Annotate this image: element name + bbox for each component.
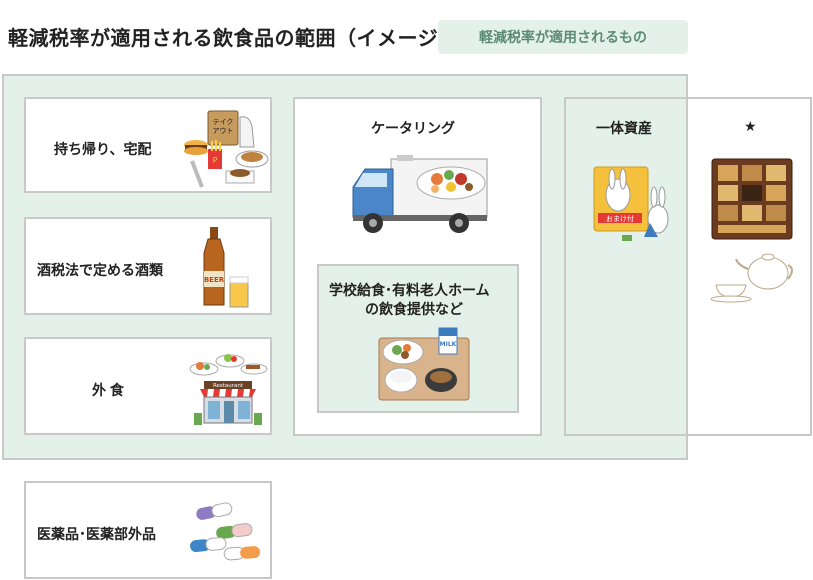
legend-badge: 軽減税率が適用されるもの — [438, 20, 688, 54]
svg-text:P: P — [213, 156, 218, 165]
restaurant-illustration: Restaurant — [189, 354, 268, 425]
box-medicine: 医薬品･医薬部外品 — [24, 481, 272, 579]
box-school-lunch: 学校給食･有料老人ホーム の飲食提供など MILK — [317, 264, 519, 413]
box-dining: 外 食 Restaurant — [24, 337, 272, 435]
bundled-asset-label: 一体資産 — [596, 120, 652, 136]
box-takeout: 持ち帰り、宅配 テイク アウト P — [24, 97, 272, 193]
beer-illustration: BEER — [203, 227, 249, 308]
star-label: ★ — [744, 118, 757, 134]
svg-text:Restaurant: Restaurant — [213, 383, 244, 389]
school-lunch-label-line2: の飲食提供など — [365, 301, 463, 317]
teapot-cup-illustration — [710, 253, 793, 303]
takeout-food-illustration: テイク アウト P — [184, 110, 269, 188]
snack-box-illustration — [711, 158, 793, 240]
school-lunch-tray-illustration: MILK — [378, 327, 470, 401]
page-title: 軽減税率が適用される飲食品の範囲（イメージ） — [8, 28, 459, 50]
svg-text:おまけ付: おまけ付 — [606, 214, 634, 223]
legend-label: 軽減税率が適用されるもの — [479, 29, 647, 45]
svg-text:アウト: アウト — [213, 127, 234, 135]
liquor-label: 酒税法で定める酒類 — [37, 262, 163, 278]
svg-text:テイク: テイク — [213, 118, 234, 126]
capsules-illustration — [190, 502, 261, 561]
medicine-label: 医薬品･医薬部外品 — [37, 526, 156, 542]
catering-truck-illustration — [352, 155, 488, 233]
takeout-label: 持ち帰り、宅配 — [54, 141, 152, 157]
catering-label: ケータリング — [371, 120, 455, 136]
toy-snack-illustration: おまけ付 — [593, 166, 669, 241]
box-liquor: 酒税法で定める酒類 BEER — [24, 217, 272, 315]
svg-text:BEER: BEER — [204, 276, 225, 284]
dining-label: 外 食 — [92, 382, 124, 398]
school-lunch-label-line1: 学校給食･有料老人ホーム — [329, 282, 490, 298]
box-bundled-asset: 一体資産 ★ おまけ付 — [564, 97, 812, 436]
svg-text:MILK: MILK — [440, 341, 457, 348]
